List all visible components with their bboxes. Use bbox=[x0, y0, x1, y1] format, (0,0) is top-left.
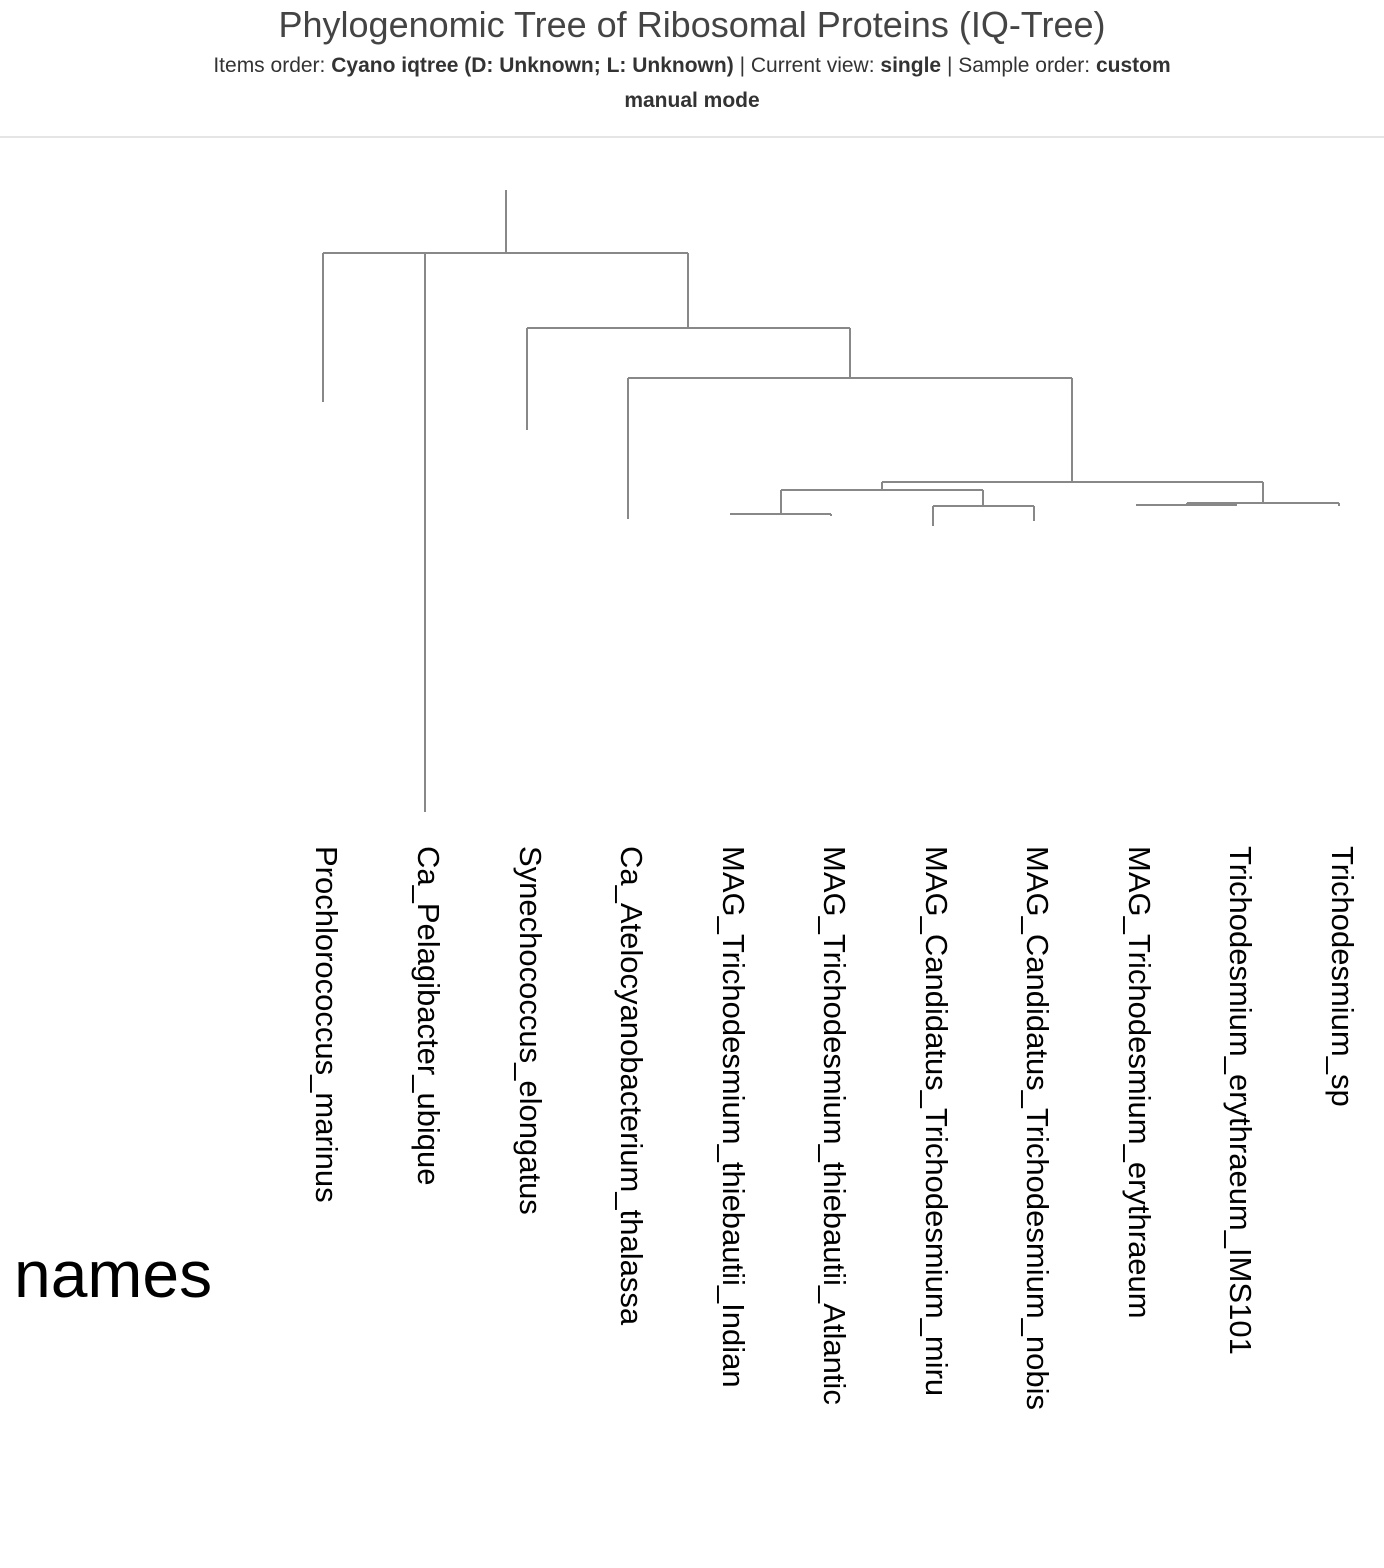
leaf-label[interactable]: Trichodesmium_erythraeum_IMS101 bbox=[1223, 846, 1258, 1355]
current-view-value: single bbox=[880, 54, 942, 77]
leaf-label[interactable]: Synechococcus_elongatus bbox=[513, 846, 548, 1215]
leaf-label[interactable]: MAG_Candidatus_Trichodesmium_miru bbox=[919, 846, 954, 1397]
leaf-label[interactable]: Trichodesmium_sp bbox=[1325, 846, 1360, 1107]
leaf-label[interactable]: Ca_Pelagibacter_ubique bbox=[411, 846, 446, 1186]
leaf-label[interactable]: MAG_Trichodesmium_thiebautii_Atlantic bbox=[817, 846, 852, 1405]
leaf-label[interactable]: MAG_Trichodesmium_erythraeum bbox=[1122, 846, 1157, 1319]
leaf-label[interactable]: MAG_Trichodesmium_thiebautii_Indian bbox=[716, 846, 751, 1388]
layer-name-label: names bbox=[14, 1237, 213, 1311]
mode-label: manual mode bbox=[624, 89, 760, 112]
subtitle: Items order: Cyano iqtree (D: Unknown; L… bbox=[132, 48, 1252, 118]
items-order-value: Cyano iqtree (D: Unknown; L: Unknown) bbox=[331, 54, 734, 77]
leaf-label[interactable]: Prochlorococcus_marinus bbox=[309, 846, 344, 1203]
leaf-label[interactable]: MAG_Candidatus_Trichodesmium_nobis bbox=[1020, 846, 1055, 1411]
leaf-label[interactable]: Ca_Atelocyanobacterium_thalassa bbox=[614, 846, 649, 1326]
page-title: Phylogenomic Tree of Ribosomal Proteins … bbox=[278, 4, 1106, 45]
sample-order-value: custom bbox=[1095, 54, 1171, 77]
current-view-label: | Current view: bbox=[739, 54, 875, 77]
sample-order-label: | Sample order: bbox=[946, 54, 1091, 77]
title-bar: Phylogenomic Tree of Ribosomal Proteins … bbox=[0, 0, 1384, 138]
items-order-label: Items order: bbox=[213, 54, 326, 77]
